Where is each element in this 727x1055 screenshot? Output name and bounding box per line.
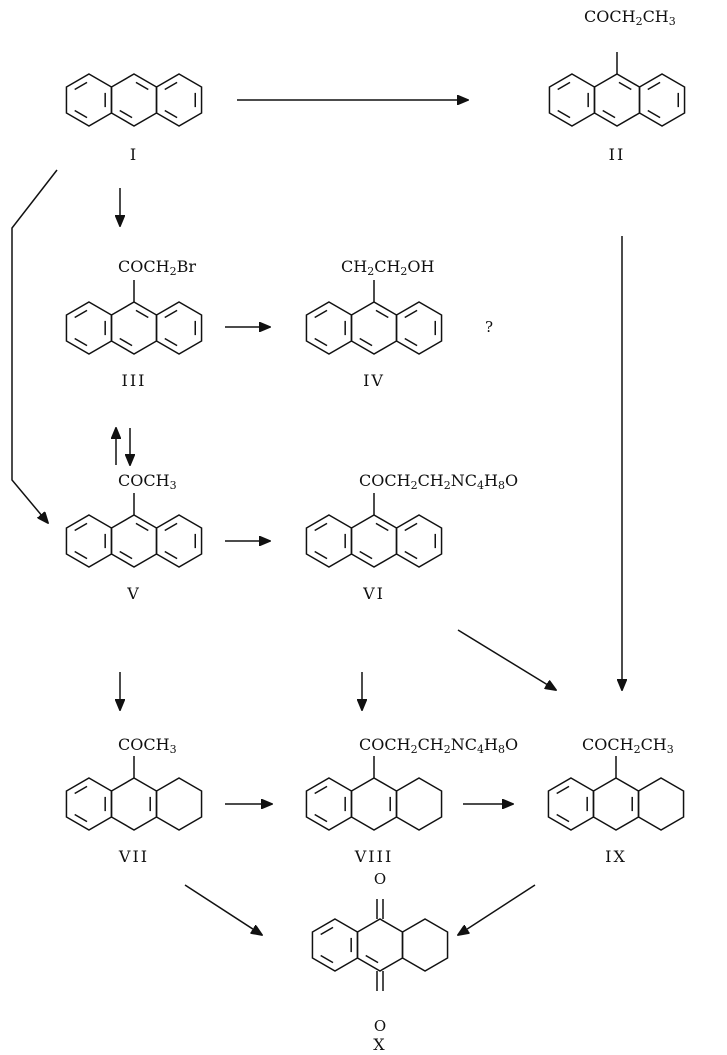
molecule-II-ring-middle-double-bond bbox=[602, 109, 616, 119]
molecule-IV bbox=[305, 280, 443, 355]
molecule-II-ring-left-double-bond bbox=[557, 81, 571, 91]
molecule-I-ring-right-double-bond bbox=[164, 81, 178, 91]
molecule-V-ring-right bbox=[155, 514, 203, 568]
molecule-III-ring-right-double-bond bbox=[164, 309, 178, 319]
molecule-V-ring-right-double-bond bbox=[164, 522, 178, 532]
molecule-VIII-ring-right bbox=[395, 777, 443, 831]
molecule-I-ring-right bbox=[155, 73, 203, 127]
molecule-I-ring-middle-double-bond bbox=[119, 109, 133, 119]
molecule-III-ring-middle-double-bond bbox=[119, 337, 133, 347]
molecule-IX bbox=[547, 756, 685, 831]
molecule-I-ring-left-double-bond bbox=[74, 81, 88, 91]
molecule-I-ring-right-double-bond bbox=[164, 109, 178, 119]
arrow-VII-to-X bbox=[184, 884, 262, 935]
uncertain-structure-mark: ? bbox=[485, 318, 494, 336]
substituent-II: COCH2CH3 bbox=[584, 7, 676, 29]
molecule-III-ring-middle bbox=[110, 301, 158, 355]
molecule-IV-ring-right bbox=[395, 301, 443, 355]
molecule-II bbox=[548, 52, 686, 127]
molecule-V-ring-middle-double-bond bbox=[119, 550, 133, 560]
substituent-III: COCH2Br bbox=[118, 257, 196, 279]
molecule-VI bbox=[305, 493, 443, 568]
compound-label-II: II bbox=[608, 145, 626, 164]
molecule-IV-ring-left-double-bond bbox=[314, 337, 328, 347]
compound-label-X: X bbox=[373, 1035, 387, 1054]
molecule-VI-ring-middle bbox=[350, 514, 398, 568]
molecule-VI-ring-right-double-bond bbox=[404, 522, 418, 532]
molecule-VI-ring-right bbox=[395, 514, 443, 568]
molecule-X bbox=[311, 899, 449, 991]
molecule-VII-ring-left-double-bond bbox=[74, 813, 88, 823]
molecule-V-ring-middle-double-bond bbox=[135, 522, 149, 532]
molecule-III-ring-left-double-bond bbox=[74, 337, 88, 347]
substituent-VII: COCH3 bbox=[118, 735, 177, 757]
molecule-VI-ring-right-double-bond bbox=[404, 550, 418, 560]
molecule-IX-ring-left-double-bond bbox=[556, 813, 570, 823]
molecule-VII bbox=[65, 756, 203, 831]
arrow-IX-to-X bbox=[458, 884, 536, 935]
substituent-V: COCH3 bbox=[118, 471, 177, 493]
molecule-VI-ring-middle-double-bond bbox=[359, 550, 373, 560]
molecule-V-ring-left-double-bond bbox=[74, 550, 88, 560]
molecule-II-ring-right-double-bond bbox=[647, 109, 661, 119]
arrow-VI-to-IX bbox=[457, 629, 556, 690]
molecule-X-ring-right bbox=[401, 918, 449, 972]
molecule-I-ring-middle bbox=[110, 73, 158, 127]
substituent-IX: COCH2CH3 bbox=[582, 735, 674, 757]
molecule-III-ring-right bbox=[155, 301, 203, 355]
molecule-VII-ring-right bbox=[155, 777, 203, 831]
compound-label-VIII: VIII bbox=[354, 847, 394, 866]
molecule-III-ring-right-double-bond bbox=[164, 337, 178, 347]
compound-label-VI: VI bbox=[363, 584, 385, 603]
molecule-IX-ring-right bbox=[637, 777, 685, 831]
molecule-VI-ring-left-double-bond bbox=[314, 550, 328, 560]
molecule-IX-ring-left-double-bond bbox=[556, 785, 570, 795]
molecule-V bbox=[65, 493, 203, 568]
molecule-VI-ring-middle-double-bond bbox=[375, 522, 389, 532]
compound-label-VII: VII bbox=[118, 847, 150, 866]
molecule-IV-ring-middle bbox=[350, 301, 398, 355]
oxygen-atom-top: O bbox=[373, 870, 387, 888]
molecule-X-ring-middle-double-bond bbox=[365, 954, 379, 964]
substituent-VI: COCH2CH2NC4H8O bbox=[359, 471, 519, 493]
molecule-II-ring-left-double-bond bbox=[557, 109, 571, 119]
molecule-VI-ring-left-double-bond bbox=[314, 522, 328, 532]
molecule-II-ring-right bbox=[638, 73, 686, 127]
molecule-I-ring-left-double-bond bbox=[74, 109, 88, 119]
arrow-I-to-V bbox=[11, 169, 58, 523]
molecule-III bbox=[65, 280, 203, 355]
molecule-I bbox=[65, 73, 203, 127]
molecule-IV-ring-middle-double-bond bbox=[359, 337, 373, 347]
molecule-V-ring-right-double-bond bbox=[164, 550, 178, 560]
molecule-X-ring-middle bbox=[356, 918, 404, 972]
molecule-IV-ring-right-double-bond bbox=[404, 337, 418, 347]
substituent-VIII: COCH2CH2NC4H8O bbox=[359, 735, 519, 757]
molecule-I-ring-middle-double-bond bbox=[135, 81, 149, 91]
compound-label-III: III bbox=[121, 371, 147, 390]
molecule-IV-ring-right-double-bond bbox=[404, 309, 418, 319]
molecule-VII-ring-left-double-bond bbox=[74, 785, 88, 795]
molecule-VIII bbox=[305, 756, 443, 831]
molecule-X-ring-left-double-bond bbox=[320, 926, 334, 936]
molecule-IV-ring-left-double-bond bbox=[314, 309, 328, 319]
molecule-VIII-ring-left-double-bond bbox=[314, 813, 328, 823]
molecule-X-ring-left-double-bond bbox=[320, 954, 334, 964]
molecule-V-ring-left-double-bond bbox=[74, 522, 88, 532]
molecule-II-ring-right-double-bond bbox=[647, 81, 661, 91]
substituent-IV: CH2CH2OH bbox=[341, 257, 435, 279]
molecule-II-ring-middle bbox=[593, 73, 641, 127]
compound-label-V: V bbox=[127, 584, 141, 603]
compound-label-IX: IX bbox=[605, 847, 627, 866]
molecule-VIII-ring-left-double-bond bbox=[314, 785, 328, 795]
molecule-III-ring-middle-double-bond bbox=[135, 309, 149, 319]
compound-label-I: I bbox=[129, 145, 139, 164]
molecule-V-ring-middle bbox=[110, 514, 158, 568]
oxygen-atom-bottom: O bbox=[373, 1017, 387, 1035]
compound-label-IV: IV bbox=[363, 371, 385, 390]
molecule-II-ring-middle-double-bond bbox=[618, 81, 632, 91]
molecule-IV-ring-middle-double-bond bbox=[375, 309, 389, 319]
molecule-III-ring-left-double-bond bbox=[74, 309, 88, 319]
